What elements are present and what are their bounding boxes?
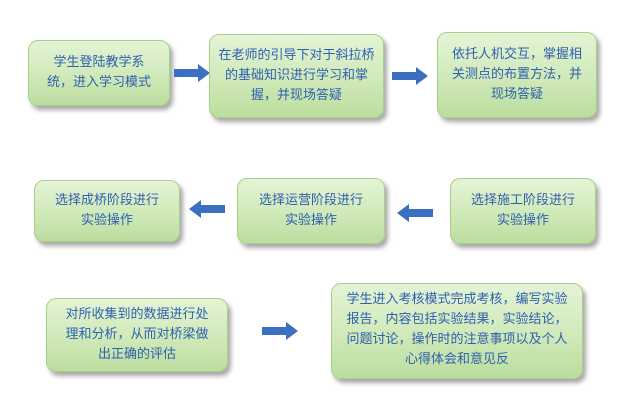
step-2-box: 在老师的引导下对于斜拉桥的基础知识进行学习和掌握，并现场答疑 [209, 34, 384, 118]
step-6-box: 选择成桥阶段进行实验操作 [34, 180, 180, 242]
arrow-right-3 [262, 322, 298, 340]
arrow-right-2 [392, 67, 428, 85]
arrow-left-icon [397, 204, 433, 222]
step-3-text: 依托人机交互，掌握相关测点的布置方法，并现场答疑 [451, 47, 582, 102]
step-5-box: 选择运营阶段进行实验操作 [237, 178, 385, 244]
arrow-left-2 [189, 200, 225, 218]
step-2-text: 在老师的引导下对于斜拉桥的基础知识进行学习和掌握，并现场答疑 [218, 48, 375, 103]
step-7-box: 对所收集到的数据进行处理和分析，从而对桥梁做出正确的评估 [46, 298, 228, 372]
step-6-text: 选择成桥阶段进行实验操作 [54, 193, 159, 228]
step-4-box: 选择施工阶段进行实验操作 [450, 178, 596, 244]
arrow-right-icon [392, 67, 428, 85]
arrow-left-1 [397, 204, 433, 222]
step-8-text: 学生进入考核模式完成考核，编写实验报告，内容包括实验结果，实验结论，问题讨论，操… [346, 292, 568, 367]
step-1-text: 学生登陆教学系统，进入学习模式 [46, 55, 151, 90]
arrow-left-icon [189, 200, 225, 218]
step-4-text: 选择施工阶段进行实验操作 [470, 193, 575, 228]
step-5-text: 选择运营阶段进行实验操作 [258, 193, 363, 228]
arrow-right-icon [262, 322, 298, 340]
step-8-box: 学生进入考核模式完成考核，编写实验报告，内容包括实验结果，实验结论，问题讨论，操… [331, 283, 583, 379]
arrow-right-icon [174, 64, 210, 82]
step-3-box: 依托人机交互，掌握相关测点的布置方法，并现场答疑 [437, 32, 597, 118]
step-7-text: 对所收集到的数据进行处理和分析，从而对桥梁做出正确的评估 [65, 307, 209, 362]
arrow-right-1 [174, 64, 210, 82]
step-1-box: 学生登陆教学系统，进入学习模式 [28, 40, 170, 106]
